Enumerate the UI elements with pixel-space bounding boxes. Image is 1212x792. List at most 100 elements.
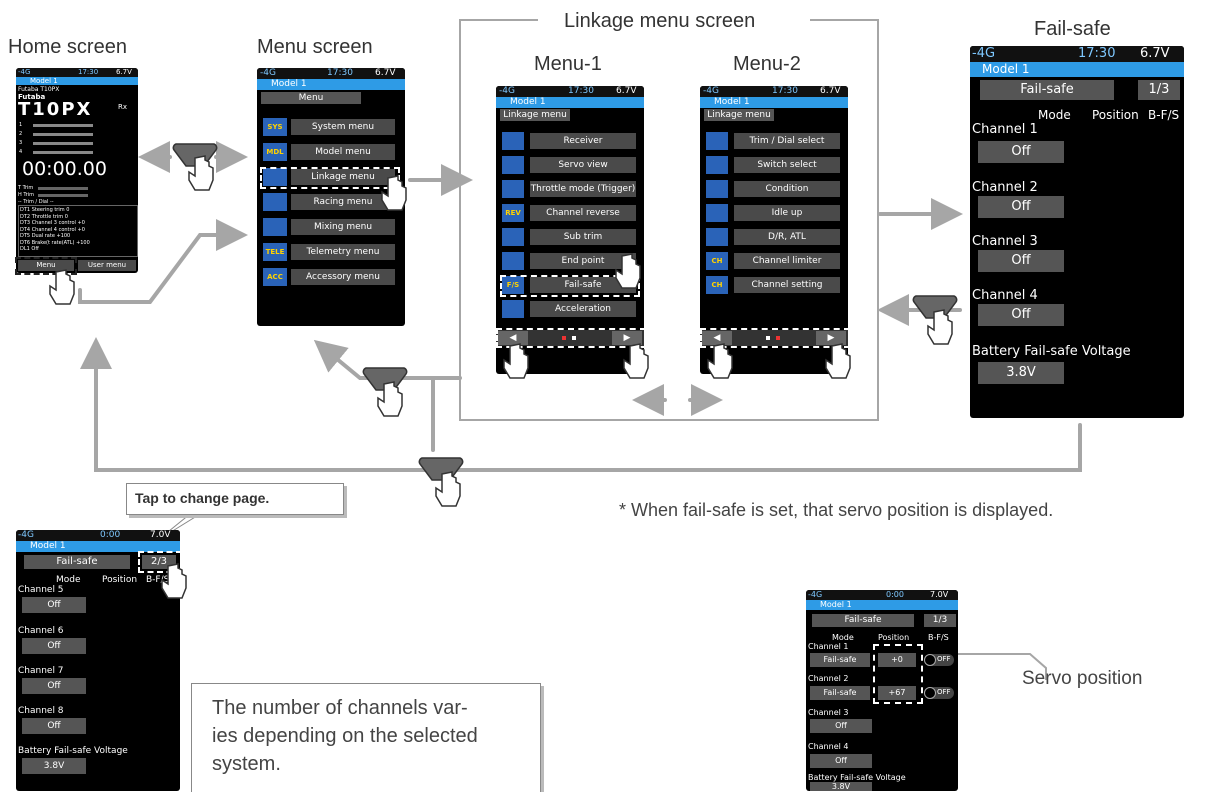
switch-select-button[interactable]: Switch select <box>734 157 840 173</box>
page-dot-icon <box>776 336 780 340</box>
system-label: -4G <box>808 590 823 599</box>
acceleration-button[interactable]: Acceleration <box>530 301 636 317</box>
idle-up-icon <box>706 204 728 222</box>
battery-fail-safe-label: Battery Fail-safe Voltage <box>808 773 906 782</box>
channel-bars: 1 2 3 4 <box>19 122 129 158</box>
channel-label: Channel 5 <box>18 585 64 595</box>
channel-label: Channel 7 <box>18 666 64 676</box>
hand-icon <box>381 175 407 211</box>
mixing-menu-button[interactable]: Mixing menu <box>291 219 395 235</box>
status-bar: -4G 0:00 7.0V <box>806 590 958 600</box>
fail-safe-set-screen: -4G 0:00 7.0V Model 1 Fail-safe 1/3 Mode… <box>806 590 958 791</box>
dt-row: DT1 Steering trim 0 <box>20 207 70 213</box>
status-bar: -4G 0:00 7.0V <box>16 530 180 541</box>
caption-menu-1: Menu-1 <box>534 53 602 75</box>
channel-1-mode[interactable]: Fail-safe <box>810 653 870 667</box>
servo-view-button[interactable]: Servo view <box>530 157 636 173</box>
channel-label: Channel 1 <box>808 642 849 651</box>
channel-3-mode[interactable]: Off <box>978 250 1064 272</box>
battery-fail-safe-value[interactable]: 3.8V <box>810 782 872 791</box>
acceleration-icon <box>502 300 524 318</box>
user-menu-button[interactable]: User menu <box>78 260 136 271</box>
dr-atl-button[interactable]: D/R, ATL <box>734 229 840 245</box>
condition-button[interactable]: Condition <box>734 181 840 197</box>
clock: 17:30 <box>772 86 798 96</box>
page-indicator[interactable]: 1/3 <box>1138 80 1180 100</box>
trim-dial-select-button[interactable]: Trim / Dial select <box>734 133 840 149</box>
channel-2-mode[interactable]: Off <box>978 196 1064 218</box>
channel-4-mode[interactable]: Off <box>978 304 1064 326</box>
racing-menu-button[interactable]: Racing menu <box>291 194 395 210</box>
channel-3-mode[interactable]: Off <box>810 719 872 733</box>
system-label: -4G <box>972 46 996 61</box>
prev-page-icon[interactable]: ◀ <box>702 331 732 345</box>
page-nav-bar: ◀ ▶ <box>496 330 644 346</box>
next-page-icon[interactable]: ▶ <box>612 331 642 345</box>
trim-dial-icon <box>706 132 728 150</box>
battery-fail-safe-value[interactable]: 3.8V <box>22 758 86 774</box>
model-menu-button[interactable]: Model menu <box>291 144 395 160</box>
fail-safe-button[interactable]: Fail-safe <box>530 277 636 293</box>
linkage-menu-header: Linkage menu <box>500 109 570 121</box>
linkage-menu-button[interactable]: Linkage menu <box>291 169 395 185</box>
system-menu-icon: SYS <box>263 118 287 136</box>
battery-fail-safe-value[interactable]: 3.8V <box>978 362 1064 384</box>
hand-icon <box>188 155 214 191</box>
battery-voltage: 7.0V <box>150 530 171 540</box>
channel-setting-button[interactable]: Channel setting <box>734 277 840 293</box>
throttle-mode-button[interactable]: Throttle mode (Trigger) <box>530 181 636 197</box>
menu-button[interactable]: Menu <box>18 260 74 271</box>
status-bar: -4G 17:30 6.7V <box>16 68 138 77</box>
system-menu-button[interactable]: System menu <box>291 119 395 135</box>
channel-label: Channel 4 <box>972 288 1038 303</box>
channel-2-mode[interactable]: Fail-safe <box>810 686 870 700</box>
channel-bar <box>33 142 93 145</box>
receiver-button[interactable]: Receiver <box>530 133 636 149</box>
channel-1-mode[interactable]: Off <box>978 141 1064 163</box>
channel-label: Channel 2 <box>972 180 1038 195</box>
channel-1-bfs-toggle[interactable]: OFF <box>924 654 954 666</box>
channel-label: Channel 6 <box>18 626 64 636</box>
telemetry-menu-button[interactable]: Telemetry menu <box>291 244 395 260</box>
dt-row: DT5 Dual rate +100 <box>20 233 71 239</box>
menu-button-highlight <box>15 257 77 275</box>
end-point-button[interactable]: End point <box>530 253 636 269</box>
channel-6-mode[interactable]: Off <box>22 638 86 654</box>
channel-4-mode[interactable]: Off <box>810 754 872 768</box>
model-bar: Model 1 <box>970 62 1184 77</box>
hand-icon <box>161 563 187 599</box>
dt-row: DT4 Channel 4 control +0 <box>20 226 85 233</box>
clock: 17:30 <box>327 68 353 78</box>
channel-2-bfs-toggle[interactable]: OFF <box>924 687 954 699</box>
channel-2-position[interactable]: +67 <box>878 686 916 700</box>
channel-1-position[interactable]: +0 <box>878 653 916 667</box>
servo-position-note: * When fail-safe is set, that servo posi… <box>619 500 1054 520</box>
hand-icon <box>623 343 649 379</box>
brand-label: Futaba <box>18 93 46 101</box>
channel-limiter-button[interactable]: Channel limiter <box>734 253 840 269</box>
clock: 17:30 <box>78 68 99 76</box>
channel-8-mode[interactable]: Off <box>22 718 86 734</box>
channel-reverse-button[interactable]: Channel reverse <box>530 205 636 221</box>
accessory-menu-button[interactable]: Accessory menu <box>291 269 395 285</box>
trim-bar <box>38 187 88 190</box>
fail-safe-screen: -4G 17:30 6.7V Model 1 Fail-safe 1/3 Mod… <box>970 46 1184 418</box>
servo-view-icon <box>502 156 524 174</box>
bfs-column-header: B-F/S <box>146 575 170 585</box>
sub-trim-button[interactable]: Sub trim <box>530 229 636 245</box>
fail-safe-title: Fail-safe <box>980 80 1114 100</box>
prev-page-icon[interactable]: ◀ <box>498 331 528 345</box>
page-dot-icon <box>766 336 770 340</box>
dial-section-label: -- Trim / Dial -- <box>18 199 54 205</box>
trim-bar <box>38 194 88 197</box>
channel-label: Channel 3 <box>808 708 849 717</box>
idle-up-button[interactable]: Idle up <box>734 205 840 221</box>
timer-display[interactable]: 00:00.00 <box>22 158 107 180</box>
channel-label: Channel 2 <box>808 674 849 683</box>
channel-7-mode[interactable]: Off <box>22 678 86 694</box>
next-page-icon[interactable]: ▶ <box>816 331 846 345</box>
tap-page-callout: Tap to change page. <box>126 483 344 515</box>
channel-5-mode[interactable]: Off <box>22 597 86 613</box>
page-indicator[interactable]: 1/3 <box>924 614 956 627</box>
